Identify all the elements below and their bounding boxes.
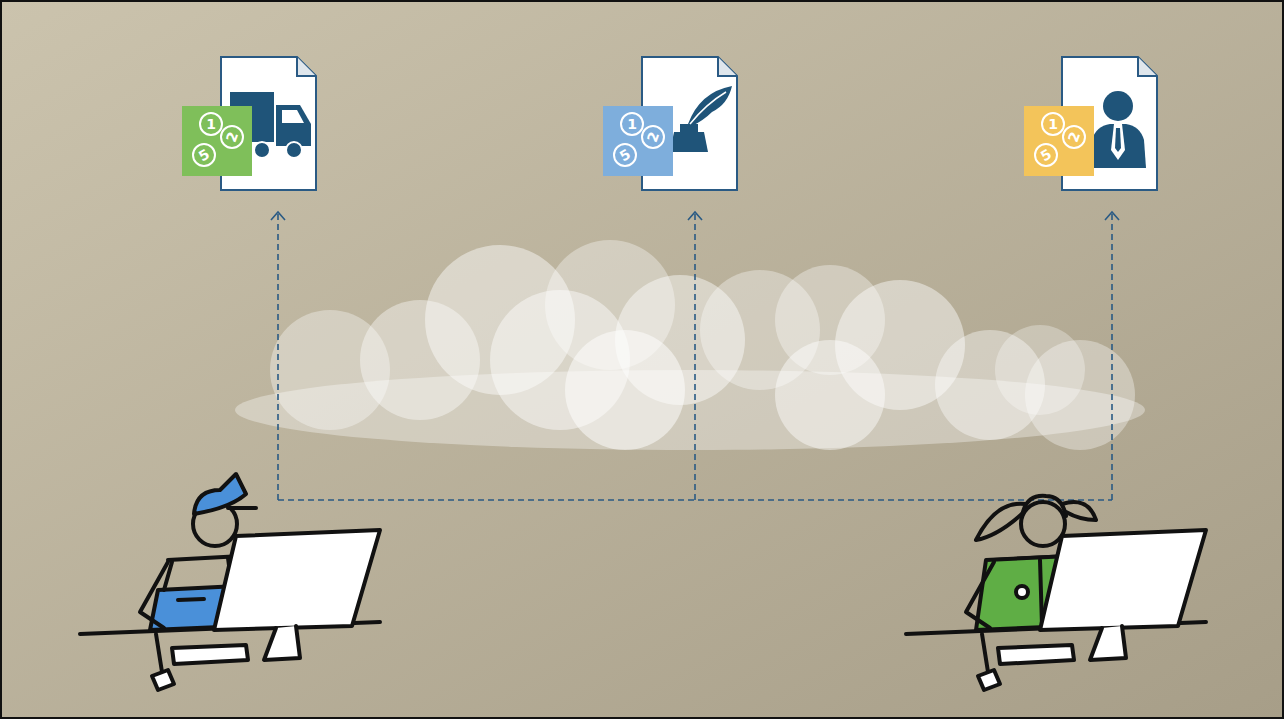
coin	[1042, 113, 1064, 135]
quill-spine	[690, 92, 726, 124]
woman-at-computer	[906, 496, 1206, 690]
coin-number: 2	[640, 124, 666, 150]
dashed-links	[271, 212, 1119, 500]
chair-leg	[156, 634, 162, 672]
page-fold	[1138, 57, 1157, 76]
pigtail	[976, 504, 1026, 540]
monitor-stand	[264, 626, 300, 660]
inkwell-neck	[680, 124, 698, 133]
badge-square	[182, 106, 252, 176]
person-head	[1103, 91, 1133, 121]
cloud-puff	[995, 325, 1085, 415]
person-tie	[1111, 124, 1125, 160]
monitor-stand	[1090, 626, 1126, 660]
monitor	[1040, 530, 1206, 630]
chair-foot	[978, 670, 1000, 690]
coin-number: 2	[219, 124, 245, 150]
arm	[966, 562, 994, 628]
coin	[200, 113, 222, 135]
cloud-puff	[565, 330, 685, 450]
badge	[1016, 586, 1028, 598]
hair	[1022, 496, 1066, 516]
coin-badge	[603, 106, 673, 176]
cloud	[235, 240, 1145, 450]
cap-brim	[228, 506, 256, 510]
coin-number: 2	[1061, 124, 1087, 150]
truck-wheel	[286, 142, 302, 158]
keyboard	[998, 645, 1074, 664]
chair-leg	[982, 634, 988, 672]
head	[1021, 502, 1065, 546]
person-tie	[1115, 128, 1121, 152]
truck-wheel	[254, 142, 270, 158]
man-at-computer	[80, 474, 380, 690]
arrow-head	[688, 212, 702, 220]
person-body	[1090, 124, 1146, 168]
pigtail	[1062, 502, 1096, 520]
coin-number: 5	[190, 141, 217, 168]
dashed-line	[277, 214, 279, 500]
pocket	[178, 599, 204, 600]
truck-window	[282, 110, 304, 123]
coin-number: 1	[1043, 114, 1063, 134]
quill	[688, 86, 732, 126]
coin-number: 1	[622, 114, 642, 134]
coin-number: 5	[1032, 141, 1059, 168]
page-fold	[718, 57, 737, 76]
coin	[621, 113, 643, 135]
truck-cab	[276, 105, 311, 146]
arrow-head	[1105, 212, 1119, 220]
page-fold	[297, 57, 316, 76]
coin-badge	[182, 106, 252, 176]
arrow-head	[271, 212, 285, 220]
badge-square	[1024, 106, 1094, 176]
coin-badge	[1024, 106, 1094, 176]
badge-square	[603, 106, 673, 176]
keyboard	[172, 645, 248, 664]
straps	[164, 558, 232, 590]
chair-foot	[152, 670, 174, 690]
dashed-line	[1111, 214, 1113, 500]
monitor	[214, 530, 380, 630]
cloud-puff	[775, 340, 885, 450]
coin-number: 5	[611, 141, 638, 168]
dashed-line	[694, 214, 696, 500]
inkwell	[670, 132, 708, 152]
coin-number: 1	[201, 114, 221, 134]
arm	[140, 562, 168, 628]
